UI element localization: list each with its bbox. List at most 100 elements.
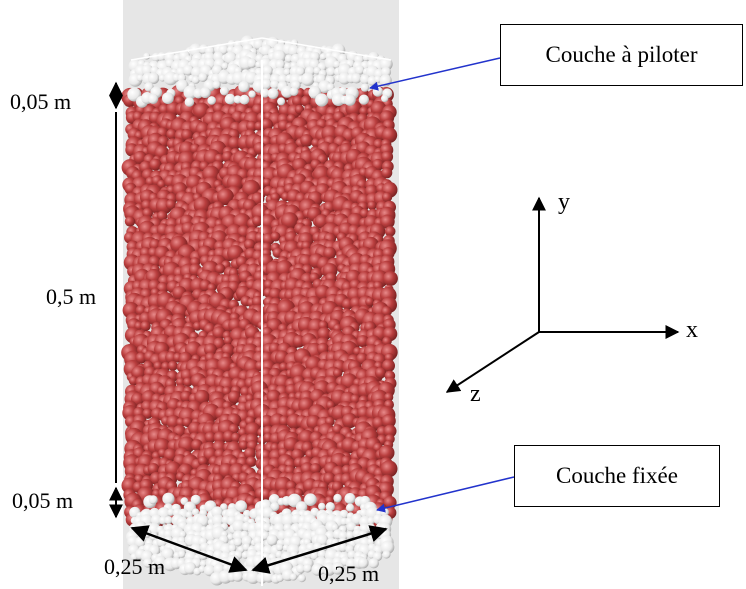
red-particle: [365, 297, 375, 307]
white-particle: [211, 514, 225, 527]
white-particle: [267, 88, 279, 99]
red-particle: [374, 367, 387, 379]
red-particle: [252, 215, 263, 227]
white-particle: [266, 534, 278, 546]
red-particle: [135, 352, 147, 364]
red-particle: [380, 214, 395, 229]
red-particle: [133, 150, 147, 165]
red-particle: [323, 472, 336, 485]
bottom-layer-label: Couche fixée: [556, 463, 678, 488]
top-layer-label-box: Couche à piloter: [500, 24, 743, 86]
white-particle: [270, 79, 280, 90]
white-particle: [319, 53, 327, 61]
white-particle: [315, 93, 329, 107]
red-particle: [223, 336, 233, 346]
white-particle: [275, 59, 285, 70]
white-particle: [183, 64, 194, 76]
white-particle: [325, 502, 335, 512]
red-particle: [260, 118, 273, 131]
red-particle: [378, 444, 395, 461]
white-particle: [276, 543, 284, 552]
white-particle: [355, 65, 365, 75]
red-particle: [198, 456, 208, 466]
pointer-top-layer: [369, 57, 501, 91]
white-particle: [147, 72, 160, 85]
red-particle: [244, 447, 256, 460]
white-particle: [380, 66, 392, 78]
red-particle: [157, 386, 167, 396]
white-particle: [248, 90, 256, 98]
white-particle: [297, 574, 306, 583]
red-particle: [204, 431, 217, 443]
white-particle: [246, 58, 257, 69]
red-particle: [238, 440, 249, 451]
white-particle: [366, 523, 376, 532]
red-particle: [294, 104, 305, 115]
red-particle: [323, 246, 337, 260]
white-particle: [303, 563, 312, 573]
red-particle: [166, 128, 178, 140]
white-particle: [221, 62, 229, 70]
dim-width-left-label: 0,25 m: [104, 554, 166, 579]
red-particle: [194, 389, 210, 405]
white-particle: [333, 60, 341, 69]
red-particle: [300, 95, 312, 107]
red-particle: [193, 196, 211, 214]
column-top-edge-left: [130, 37, 263, 61]
white-particle: [333, 493, 342, 503]
white-particle: [288, 44, 300, 57]
bottom-layer-label-box: Couche fixée: [514, 445, 720, 507]
red-particle: [181, 129, 194, 141]
red-particle: [382, 192, 393, 203]
red-particle-bulk: [121, 84, 398, 531]
red-particle: [356, 335, 369, 348]
white-particle: [301, 72, 315, 86]
white-particle: [358, 94, 369, 105]
white-particle: [162, 492, 175, 505]
white-particle: [238, 80, 250, 93]
white-particle: [360, 83, 370, 92]
red-particle: [310, 463, 322, 475]
red-particle: [317, 327, 332, 341]
white-particle: [344, 94, 356, 106]
white-particle: [148, 495, 158, 505]
white-particle: [284, 62, 292, 70]
red-particle: [245, 422, 261, 438]
white-particle: [318, 502, 326, 511]
dim-top-label: 0,05 m: [10, 89, 72, 114]
axis-x-label: x: [686, 317, 698, 343]
red-particle: [244, 239, 256, 251]
red-particle: [246, 456, 257, 468]
white-particle: [268, 494, 280, 505]
white-particle: [224, 93, 236, 105]
red-particle: [228, 390, 241, 404]
white-particle: [198, 72, 208, 83]
white-particle: [178, 550, 186, 558]
red-particle: [215, 263, 226, 274]
white-particle: [207, 96, 216, 105]
white-particle: [381, 94, 389, 103]
dim-bottom-label: 0,05 m: [12, 488, 74, 513]
white-particle: [289, 573, 298, 581]
red-particle: [246, 120, 258, 132]
white-particle: [275, 574, 284, 583]
white-particle: [261, 78, 272, 90]
axis-y-label: y: [558, 189, 570, 215]
dim-width-right-label: 0,25 m: [318, 561, 380, 586]
white-particle: [147, 93, 159, 105]
white-particle: [283, 68, 291, 76]
pointer-bottom-layer: [376, 476, 515, 513]
white-particle: [150, 514, 163, 526]
red-particle: [217, 188, 234, 206]
red-particle: [383, 424, 397, 438]
white-particle: [199, 87, 211, 99]
red-particle: [382, 336, 392, 347]
white-particle: [338, 86, 348, 96]
white-particle: [277, 97, 286, 106]
red-particle: [176, 377, 186, 387]
white-particle: [233, 95, 242, 104]
red-particle: [157, 179, 167, 189]
white-particle: [212, 80, 221, 89]
white-particle: [270, 502, 280, 512]
red-particle: [157, 210, 168, 222]
